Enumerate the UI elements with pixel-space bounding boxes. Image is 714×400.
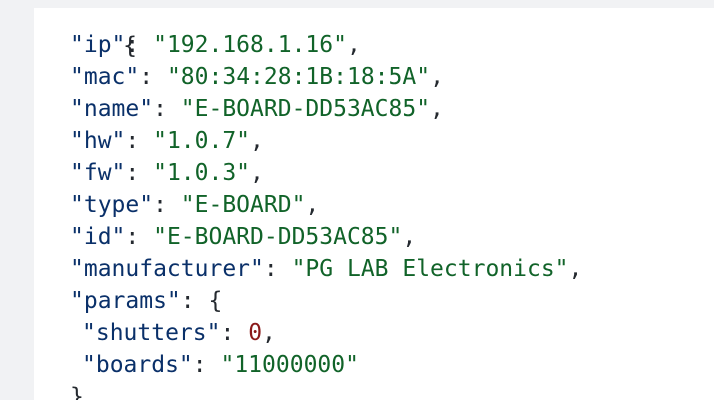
json-line-id: "id": "E-BOARD-DD53AC85", (70, 224, 417, 250)
params-close-brace: } (70, 384, 84, 400)
json-value: "192.168.1.16" (153, 32, 347, 58)
line-gutter (0, 0, 34, 400)
json-key: "params" (70, 288, 181, 314)
json-line-hw: "hw": "1.0.7", (70, 128, 264, 154)
json-key: "manufacturer" (70, 256, 264, 282)
json-line-type: "type": "E-BOARD", (70, 192, 320, 218)
json-line-boards: "boards": "11000000" (82, 352, 359, 378)
json-value: "E-BOARD-DD53AC85" (180, 96, 431, 122)
json-value: "11000000" (220, 352, 359, 378)
json-value: "1.0.7" (153, 128, 251, 154)
json-key: "boards" (82, 352, 193, 378)
json-value: "E-BOARD" (180, 192, 306, 218)
json-line-ip: "ip": "192.168.1.16", (70, 32, 361, 58)
json-key: "ip" (70, 32, 126, 58)
json-key: "id" (70, 224, 126, 250)
json-value: "80:34:28:1B:18:5A" (166, 64, 431, 90)
json-value: "1.0.3" (153, 160, 251, 186)
json-key: "type" (70, 192, 154, 218)
json-key: "hw" (70, 128, 126, 154)
json-key: "shutters" (82, 320, 221, 346)
json-value: 0 (248, 320, 263, 346)
json-line-shutters: "shutters": 0, (82, 320, 276, 346)
json-line-fw: "fw": "1.0.3", (70, 160, 264, 186)
json-line-mac: "mac": "80:34:28:1B:18:5A", (70, 64, 444, 90)
json-key: "mac" (70, 64, 140, 90)
json-value: "E-BOARD-DD53AC85" (153, 224, 403, 250)
json-value: "PG LAB Electronics" (291, 256, 569, 282)
json-open-brace: { (123, 33, 137, 59)
params-open-brace: { (208, 288, 223, 314)
json-line-manufacturer: "manufacturer": "PG LAB Electronics", (70, 256, 583, 282)
json-key: "name" (70, 96, 154, 122)
json-line-name: "name": "E-BOARD-DD53AC85", (70, 96, 444, 122)
json-key: "fw" (70, 160, 126, 186)
json-code-block: { "ip": "192.168.1.16", "mac": "80:34:28… (34, 0, 714, 400)
top-shade (34, 0, 714, 8)
json-line-params: "params": { (70, 288, 223, 314)
